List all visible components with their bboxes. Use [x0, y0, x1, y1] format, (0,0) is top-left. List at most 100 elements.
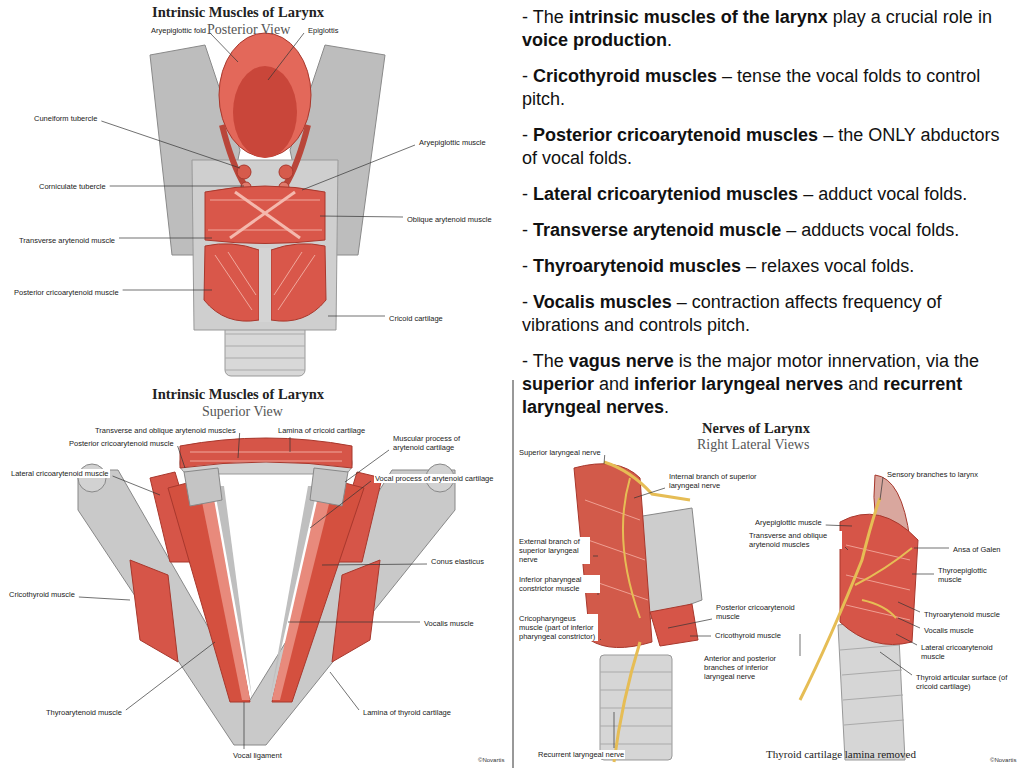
posterior-view-figure — [150, 33, 385, 376]
leader-line — [634, 488, 665, 498]
leader-line — [288, 622, 420, 623]
bullet-text: – relaxes vocal folds. — [746, 256, 914, 276]
leader-line — [845, 547, 848, 550]
bullet-point: - The intrinsic muscles of the larynx pl… — [522, 6, 1018, 52]
bullet-text: and — [848, 374, 878, 394]
bold-term: Cricothyroid muscles — [533, 66, 717, 86]
anatomy-label: Thyroepiglottic muscle — [937, 566, 994, 584]
leader-line — [912, 574, 934, 575]
leader-line — [896, 634, 917, 645]
leader-line — [880, 652, 912, 675]
anatomy-label: Sensory branches to larynx — [886, 470, 979, 479]
bullet-text: - — [522, 220, 528, 240]
leader-line — [268, 33, 304, 80]
bullet-point: - Lateral cricoaryteniod muscles – adduc… — [522, 183, 1018, 206]
leader-line — [898, 618, 920, 628]
anatomy-label: Lamina of cricoid cartilage — [277, 426, 366, 435]
anatomy-label: Epiglottis — [307, 26, 339, 35]
leader-line — [826, 525, 852, 526]
leader-line — [126, 642, 215, 710]
anatomy-label: Aryepiglottic muscle — [418, 138, 487, 147]
anatomy-label: Vocalis muscle — [423, 619, 475, 628]
leader-line — [101, 121, 240, 168]
leader-line — [244, 702, 245, 749]
nerves-lateral-figure — [574, 462, 918, 762]
leader-line — [914, 548, 949, 549]
panel-title: Intrinsic Muscles of Larynx — [152, 4, 324, 21]
panel-subtitle: Posterior View — [207, 22, 290, 38]
panel-subtitle: Right Lateral Views — [697, 437, 809, 453]
bullet-point: - Transverse arytenoid muscle – adducts … — [522, 219, 1018, 242]
anatomy-label: Vocalis muscle — [923, 626, 975, 635]
anatomy-label: Vocal process of arytenoid cartilage — [374, 474, 494, 483]
leader-line — [604, 455, 606, 464]
leader-line — [123, 290, 212, 291]
panel-subtitle: Superior View — [202, 404, 283, 420]
anatomy-label: Posterior cricoarytenoid muscle — [13, 288, 120, 297]
panel-title: Intrinsic Muscles of Larynx — [152, 386, 324, 403]
leader-line — [302, 145, 415, 190]
bullet-point: - Vocalis muscles – contraction affects … — [522, 291, 1018, 337]
anatomy-label: Thyroarytenoid muscle — [923, 610, 1001, 619]
copyright-mark: ©Novartis — [478, 757, 504, 763]
anatomy-label: Superior laryngeal nerve — [518, 448, 602, 457]
bullet-text-block: - The intrinsic muscles of the larynx pl… — [522, 6, 1018, 432]
leader-line — [614, 712, 615, 748]
leader-line — [110, 186, 244, 187]
anatomy-label: Inferior pharyngeal constrictor muscle — [518, 575, 600, 593]
anatomy-label: Lateral cricoarytenoid muscle — [920, 643, 997, 661]
bullet-text: – adduct vocal folds. — [803, 184, 967, 204]
leader-line — [310, 481, 371, 528]
leader-line — [210, 33, 238, 62]
bold-term: inferior laryngeal nerves — [634, 374, 843, 394]
bullet-point: - Posterior cricoarytenoid muscles – the… — [522, 124, 1018, 170]
anatomy-label: Internal branch of superior laryngeal ne… — [668, 472, 765, 490]
anatomy-label: Aryepiglottic muscle — [754, 518, 823, 527]
leader-line — [328, 316, 385, 317]
panel-title: Nerves of Larynx — [702, 420, 810, 437]
anatomy-label: Vocal ligament — [232, 751, 283, 760]
superior-view-figure — [78, 438, 455, 745]
bold-term: voice production — [522, 30, 667, 50]
bullet-text: – adducts vocal folds. — [786, 220, 959, 240]
anatomy-label: Anterior and posterior branches of infer… — [703, 654, 797, 681]
leader-line — [322, 564, 427, 565]
bullet-text: and — [599, 374, 629, 394]
leader-line — [690, 636, 711, 637]
anatomy-label: Aryepiglottic fold — [150, 26, 207, 35]
bullet-text: . — [667, 30, 672, 50]
anatomy-label: Thyroid articular surface (of cricoid ca… — [915, 673, 1017, 691]
anatomy-label: Transverse and oblique arytenoid muscles — [94, 426, 237, 435]
bullet-text: - — [522, 184, 528, 204]
bullet-text: - — [522, 125, 528, 145]
anatomy-label: Posterior cricoarytenoid muscle — [68, 439, 175, 448]
anatomy-label: External branch of superior laryngeal ne… — [518, 537, 590, 564]
bold-term: Lateral cricoaryteniod muscles — [533, 184, 798, 204]
bullet-text: - — [522, 292, 528, 312]
bold-term: vagus nerve — [569, 351, 674, 371]
panel-divider — [513, 380, 514, 768]
leader-line — [290, 437, 291, 452]
bullet-text: is the major motor innervation, via the — [679, 351, 979, 371]
anatomy-label: Transverse arytenoid muscle — [18, 236, 116, 245]
copyright-mark: ©Novartis — [990, 757, 1016, 763]
anatomy-label: Conus elasticus — [430, 557, 485, 566]
bullet-text: . — [664, 397, 669, 417]
bullet-text: - — [522, 66, 528, 86]
leader-line — [593, 556, 598, 557]
bullet-point: - Cricothyroid muscles – tense the vocal… — [522, 65, 1018, 111]
anatomy-label: Cricoid cartilage — [388, 314, 444, 323]
bullet-text: - The — [522, 351, 564, 371]
bold-term: intrinsic muscles of the larynx — [569, 7, 828, 27]
leader-line — [330, 672, 359, 710]
anatomy-label: Cricopharyngeus muscle (part of inferior… — [518, 614, 598, 641]
leader-line — [668, 619, 712, 628]
anatomy-label: Recurrent laryngeal nerve — [537, 750, 625, 759]
leader-line — [113, 476, 160, 495]
bold-term: Vocalis muscles — [533, 292, 672, 312]
bullet-text: play a crucial role in — [833, 7, 992, 27]
leader-line — [320, 216, 403, 217]
leader-line — [898, 602, 920, 612]
anatomy-label: Posterior cricoarytenoid muscle — [715, 603, 802, 621]
leader-line — [79, 597, 130, 600]
